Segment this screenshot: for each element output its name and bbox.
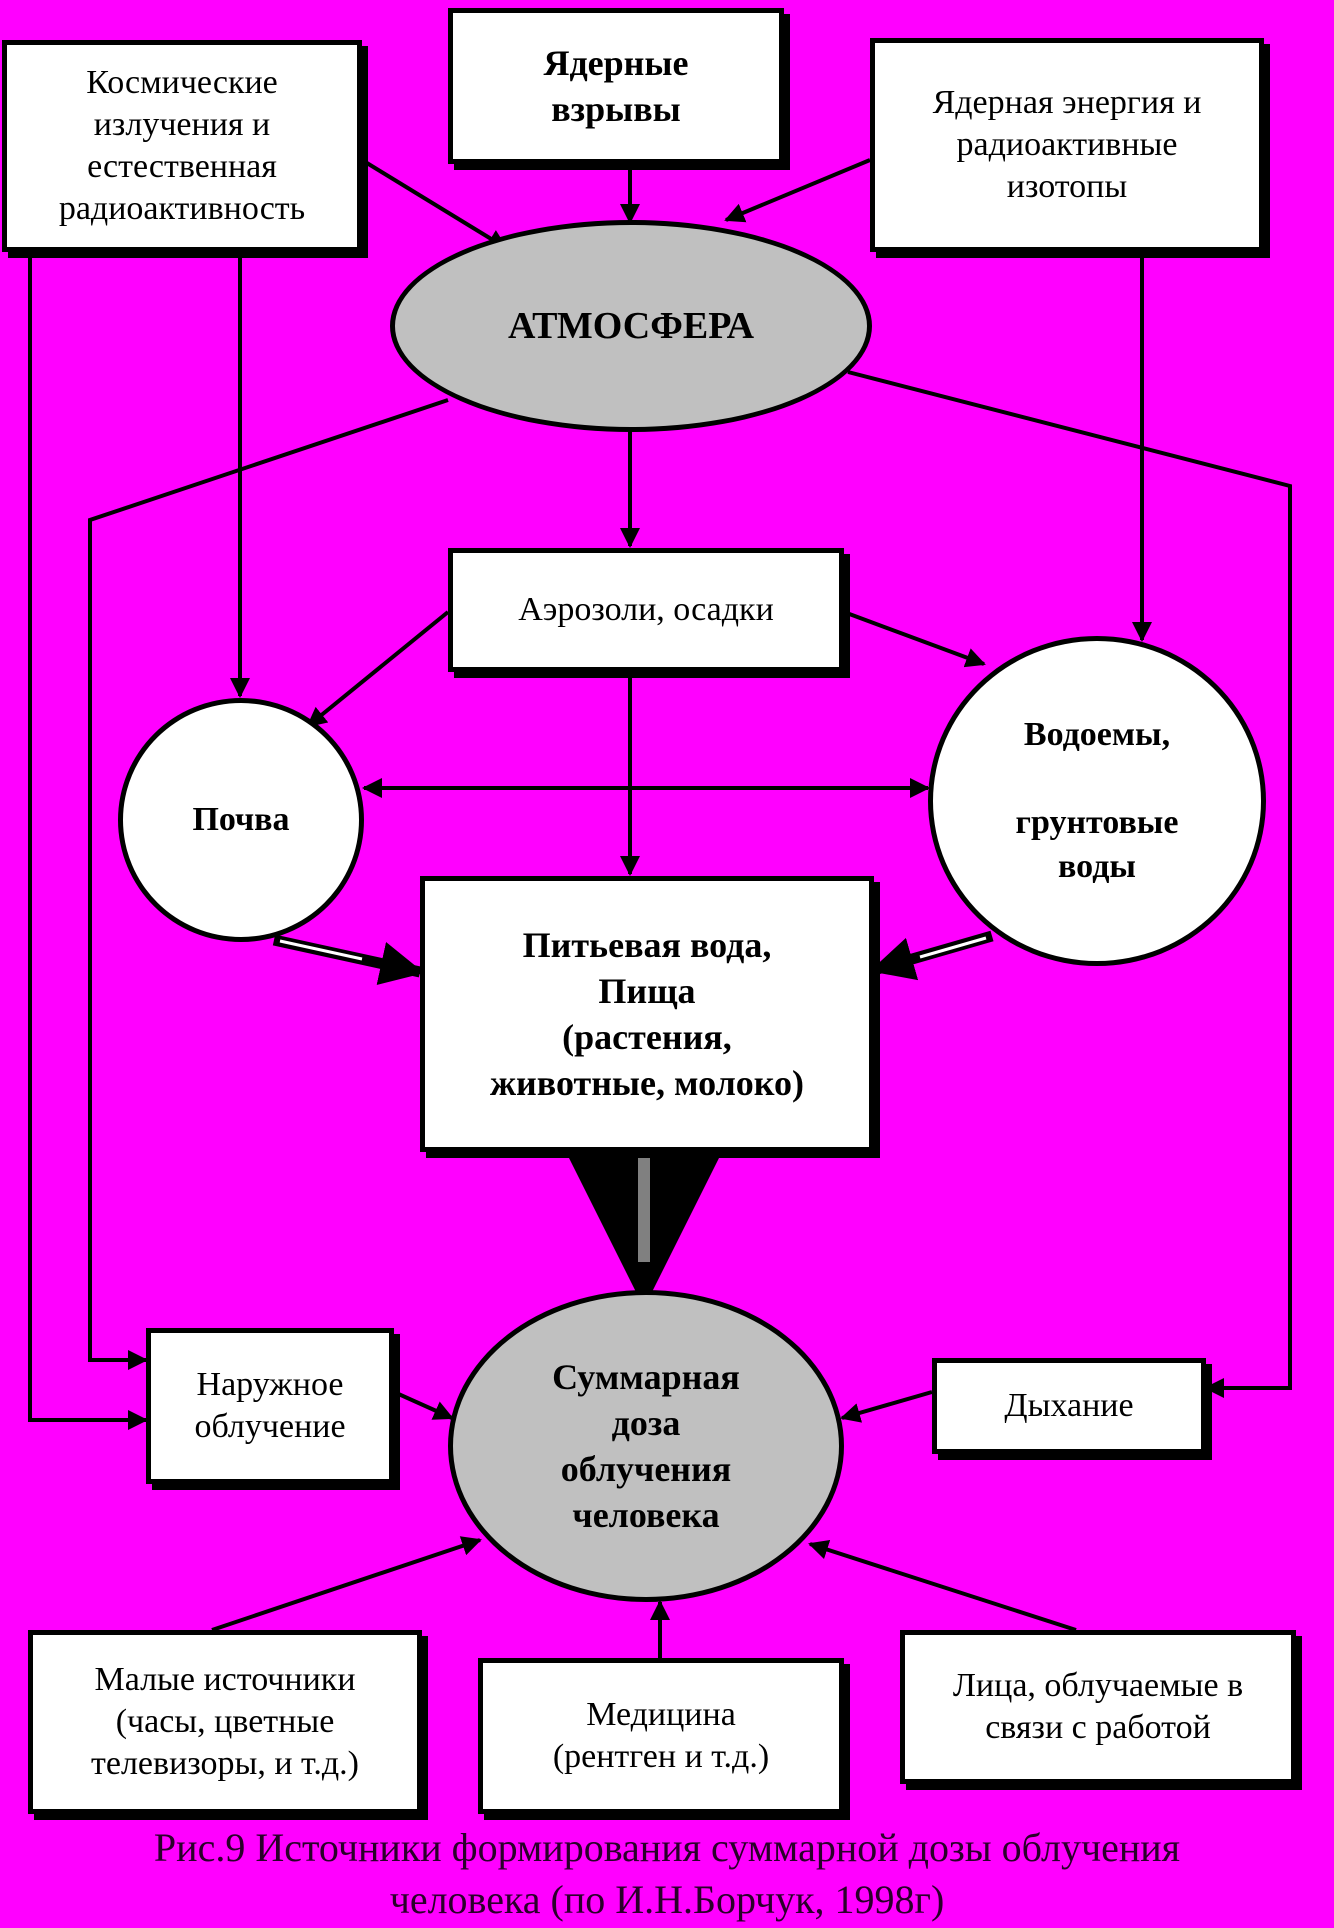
node-atmosphere: АТМОСФЕРА	[390, 220, 872, 432]
node-water-bodies: Водоемы, грунтовые воды	[928, 636, 1266, 966]
node-nuclear-energy: Ядерная энергия и радиоактивные изотопы	[870, 38, 1264, 252]
node-nuclear-explosions: Ядерные взрывы	[448, 8, 784, 164]
edge-energy-atmosphere	[724, 158, 871, 223]
edge-atmosphere-breathing	[847, 370, 1292, 1398]
node-aerosols: Аэрозоли, осадки	[448, 548, 844, 672]
node-soil: Почва	[118, 698, 364, 942]
node-small-sources: Малые источники (часы, цветные телевизор…	[28, 1630, 422, 1814]
edge-cosmic-external	[28, 252, 148, 1430]
edge-small-total	[211, 1536, 482, 1632]
node-breathing: Дыхание	[932, 1358, 1206, 1454]
edge-breathing-total	[840, 1390, 933, 1423]
node-drinking-water-food: Питьевая вода, Пища (растения, животные,…	[420, 876, 874, 1152]
edge-external-total	[393, 1390, 454, 1420]
node-medicine: Медицина (рентген и т.д.)	[478, 1658, 844, 1814]
edge-aerosols-soil	[306, 610, 450, 728]
node-occupational: Лица, облучаемые в связи с работой	[900, 1630, 1296, 1784]
node-external-exposure: Наружное облучение	[146, 1328, 394, 1484]
figure-caption: Рис.9 Источники формирования суммарной д…	[153, 1825, 1181, 1922]
node-total-dose: Суммарная доза облучения человека	[448, 1290, 844, 1602]
edge-cosmic-atmosphere	[360, 158, 508, 250]
edge-occupational-total	[808, 1540, 1077, 1632]
edge-aerosols-water	[843, 610, 986, 668]
edge-atmosphere-external	[88, 398, 449, 1370]
node-cosmic-radiation: Космические излучения и естественная рад…	[2, 40, 362, 252]
